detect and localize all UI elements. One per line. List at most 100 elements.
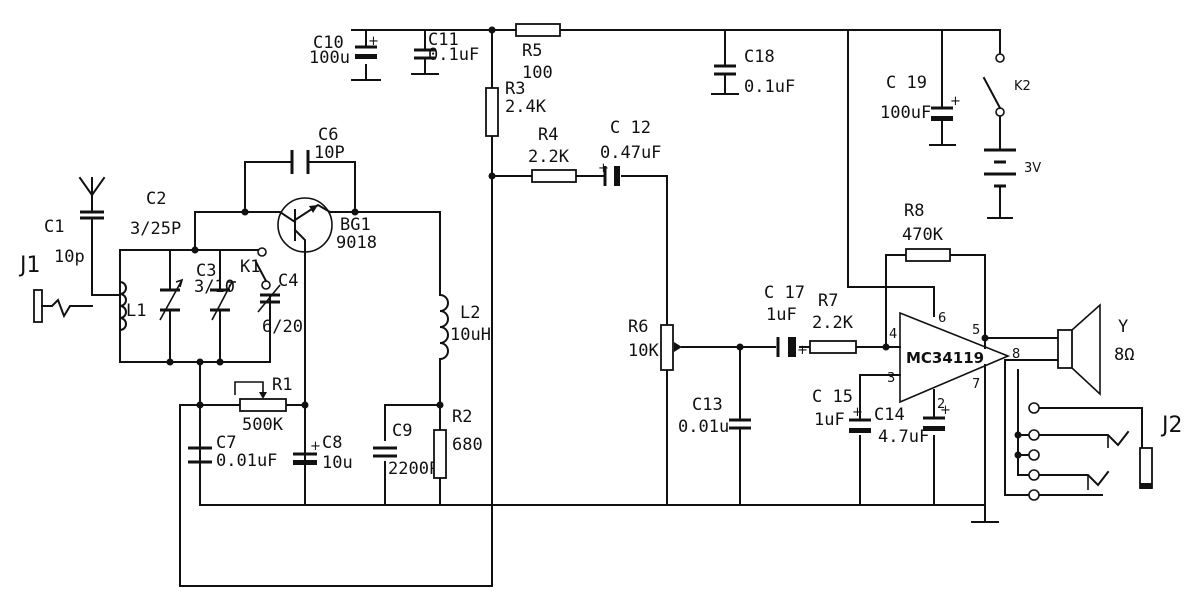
resistor-r8: R8 470K [902, 201, 951, 262]
c18-ref: C18 [744, 47, 775, 67]
svg-text:+: + [852, 405, 863, 420]
c13-ref: C13 [692, 395, 723, 415]
r6-ref: R6 [628, 317, 648, 337]
resistor-r6: R6 10K [628, 317, 682, 371]
r7-ref: R7 [818, 291, 838, 311]
c7-value: 0.01uF [216, 451, 277, 471]
antenna-icon [78, 176, 106, 197]
c9-value: 2200P [388, 459, 439, 479]
r3-ref: R3 [505, 79, 525, 99]
capacitor-c11: C11 0.1uF [411, 29, 479, 75]
capacitor-c8: + C8 10u [293, 433, 353, 473]
r8-value: 470K [902, 225, 944, 245]
capacitor-c14: + C14 4.7uF [874, 403, 951, 447]
c8-ref: C8 [322, 433, 342, 453]
ground-symbols [711, 93, 999, 523]
c17-ref: C 17 [764, 283, 805, 303]
ic-pin-5: 5 [972, 323, 980, 338]
capacitor-c2: C2 3/25P [130, 189, 184, 321]
inductor-l2: L2 10uH [438, 293, 491, 361]
ic-name: MC34119 [906, 349, 984, 367]
l1-ref: L1 [126, 301, 146, 321]
r5-value: 100 [522, 63, 553, 83]
speaker-y: Y 8Ω [1057, 303, 1134, 396]
c11-value: 0.1uF [428, 45, 479, 65]
capacitor-c9: C9 2200P [373, 421, 439, 479]
l2-value: 10uH [450, 325, 491, 345]
c11-ref: C11 [428, 30, 459, 50]
j1-ref: J1 [18, 253, 41, 278]
r2-value: 680 [452, 435, 483, 455]
resistor-r5: R5 100 [515, 23, 561, 83]
capacitor-c3: C3 3/10 [194, 261, 236, 321]
c17-value: 1uF [766, 305, 797, 325]
capacitor-c13: C13 0.01u [678, 395, 751, 437]
c1-value: 10p [54, 247, 85, 267]
c4-ref: C4 [278, 271, 298, 291]
c10-value: 100u [309, 48, 350, 68]
capacitor-c4: C4 6/20 [257, 271, 303, 337]
c15-value: 1uF [814, 410, 845, 430]
capacitor-c1: C1 10p [44, 194, 104, 267]
r6-value: 10K [628, 341, 659, 361]
resistor-r2: R2 680 [433, 407, 483, 479]
l2-ref: L2 [460, 303, 480, 323]
ic-pin-4: 4 [889, 327, 897, 342]
capacitor-c7: C7 0.01uF [188, 433, 277, 471]
r1-ref: R1 [272, 375, 292, 395]
capacitor-c18: C18 0.1uF [711, 47, 795, 97]
ic-mc34119: MC34119 4 6 5 8 3 2 7 [885, 299, 1020, 412]
jack-j1: J1 [18, 253, 93, 323]
c3-ref: C3 [196, 261, 216, 281]
resistor-r3: R3 2.4K [485, 79, 547, 137]
jack-j2: J2 [1028, 402, 1183, 501]
r2-ref: R2 [452, 407, 472, 427]
c19-ref: C 19 [886, 73, 927, 93]
ic-pin-2: 2 [937, 397, 945, 412]
c6-value: 10P [314, 143, 345, 163]
ic-pin-6: 6 [938, 311, 946, 326]
bg1-ref: BG1 [340, 215, 371, 235]
ic-pin-7: 7 [972, 377, 980, 392]
resistor-r4: R4 2.2K [528, 125, 577, 183]
c12-value: 0.47uF [600, 143, 661, 163]
r8-ref: R8 [904, 201, 924, 221]
c4-value: 6/20 [262, 317, 303, 337]
c6-ref: C6 [318, 125, 338, 145]
inductor-l1: L1 [118, 280, 146, 332]
c18-value: 0.1uF [744, 77, 795, 97]
transistor-bg1: BG1 9018 [274, 197, 377, 253]
switch-k1: K1 [240, 247, 271, 290]
j2-ref: J2 [1160, 413, 1183, 438]
switch-k2: K2 [982, 53, 1031, 117]
battery-value: 3V [1024, 161, 1041, 176]
k2-ref: K2 [1014, 79, 1031, 94]
c12-ref: C 12 [610, 118, 651, 138]
c14-value: 4.7uF [878, 427, 929, 447]
r4-value: 2.2K [528, 147, 570, 167]
c1-ref: C1 [44, 217, 64, 237]
capacitor-c10: + C10 100u [309, 29, 381, 81]
c10-ref: C10 [313, 33, 344, 53]
svg-text:+: + [368, 34, 379, 49]
r7-value: 2.2K [812, 313, 854, 333]
speaker-value: 8Ω [1114, 345, 1134, 365]
svg-text:+: + [797, 343, 808, 358]
capacitor-c15: + C 15 1uF [812, 387, 871, 433]
capacitor-c6: C6 10P [290, 125, 345, 174]
capacitor-c17: + C 17 1uF [764, 283, 808, 358]
r1-value: 500K [242, 415, 284, 435]
svg-text:+: + [310, 439, 321, 454]
c7-ref: C7 [216, 433, 236, 453]
c15-ref: C 15 [812, 387, 853, 407]
r4-ref: R4 [538, 125, 558, 145]
wires [91, 29, 1143, 587]
c2-ref: C2 [146, 189, 166, 209]
svg-text:+: + [940, 403, 951, 418]
c2-value: 3/25P [130, 219, 181, 239]
capacitor-c19: + C 19 100uF [880, 73, 961, 146]
speaker-ref: Y [1118, 317, 1128, 337]
c3-value: 3/10 [194, 277, 235, 297]
capacitor-c12: + C 12 0.47uF [598, 118, 661, 186]
c9-ref: C9 [392, 421, 412, 441]
